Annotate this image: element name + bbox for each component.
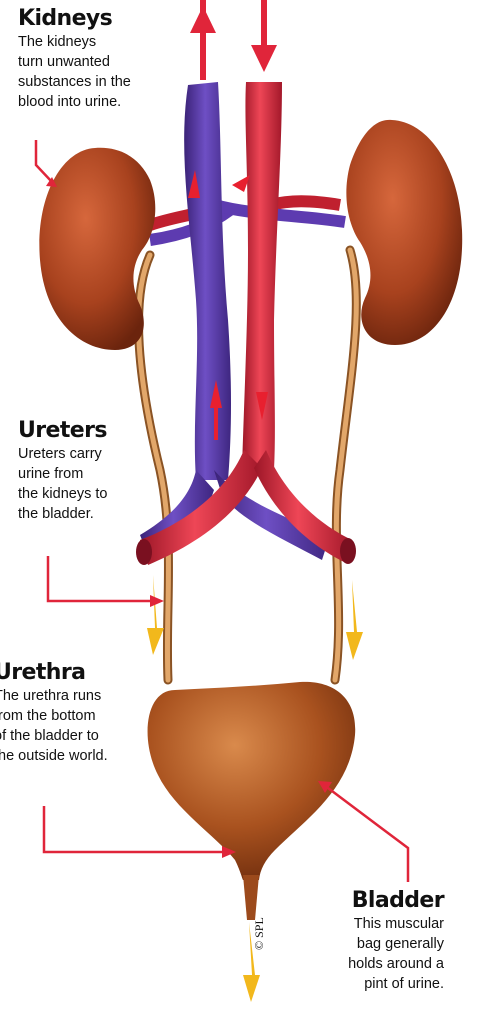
kidney-left [39,148,155,350]
urethra-tube [243,875,259,920]
pointer-kidneys [36,140,52,182]
ureters-heading: Ureters [18,418,107,444]
urethra-label: Urethra The urethra runs from the bottom… [0,660,108,766]
image-credit: © SPL [252,917,267,950]
ureters-description: Ureters carry urine from the kidneys to … [18,444,107,524]
urethra-heading: Urethra [0,660,108,686]
pointer-ureters [48,556,150,601]
arrow-up-icon [190,6,216,33]
kidneys-description: The kidneys turn unwanted substances in … [18,32,131,112]
ureters-label: Ureters Ureters carry urine from the kid… [18,418,107,524]
bladder-organ [148,682,356,920]
bladder-heading: Bladder [348,888,444,914]
bladder-description: This muscular bag generally holds around… [348,914,444,994]
kidneys-heading: Kidneys [18,6,131,32]
arrow-down-icon [251,45,277,72]
urine-arrow-right [346,580,363,660]
aorta [136,82,356,565]
urethra-description: The urethra runs from the bottom of the … [0,686,108,766]
top-vessel-arrows [190,0,277,80]
urine-arrow-left [147,575,164,655]
renal-vessels [150,201,345,240]
pointer-bladder [328,788,408,882]
bladder-label: Bladder This muscular bag generally hold… [348,888,444,994]
kidney-right [346,120,462,345]
kidneys-label: Kidneys The kidneys turn unwanted substa… [18,6,131,112]
